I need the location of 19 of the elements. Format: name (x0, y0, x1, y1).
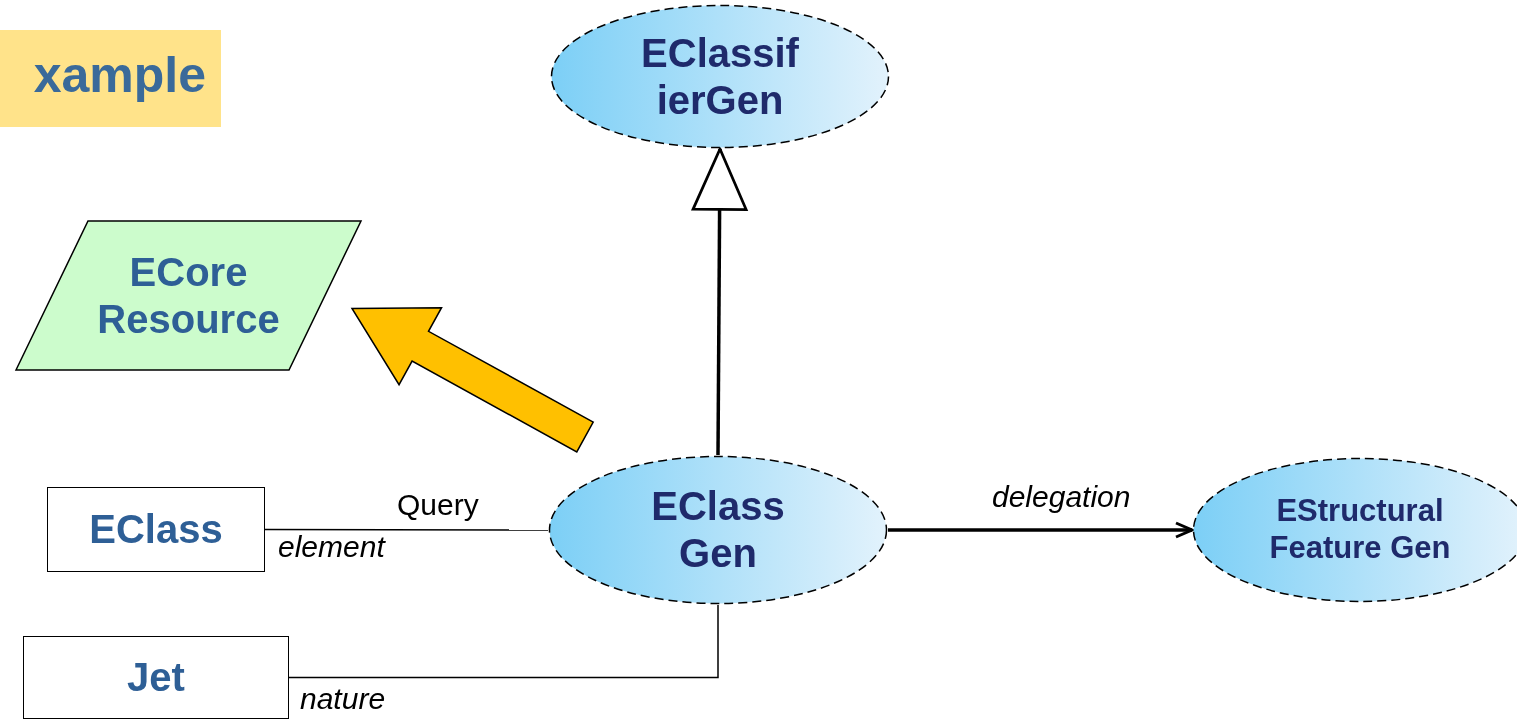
generalization-arrow (691, 147, 748, 455)
node-label: EClass (88, 505, 224, 553)
class-ellipse (550, 4, 890, 149)
node-label: Jet (126, 653, 186, 701)
class-box (47, 487, 265, 572)
connector-line (288, 604, 719, 679)
node-label: EStructural Feature Gen (1268, 493, 1452, 567)
node-label: EClassif ierGen (640, 29, 800, 124)
title: xample (33, 46, 206, 104)
role-label: element (277, 530, 387, 564)
role-label: nature (299, 682, 387, 716)
block-arrow (350, 306, 595, 453)
class-ellipse (548, 455, 888, 605)
node-label: EClass Gen (650, 482, 786, 577)
class-box (23, 636, 289, 719)
arrow (888, 521, 1194, 539)
node-label: ECore Resource (96, 248, 281, 343)
resource-parallelogram (15, 220, 362, 371)
connector-line (264, 528, 549, 531)
